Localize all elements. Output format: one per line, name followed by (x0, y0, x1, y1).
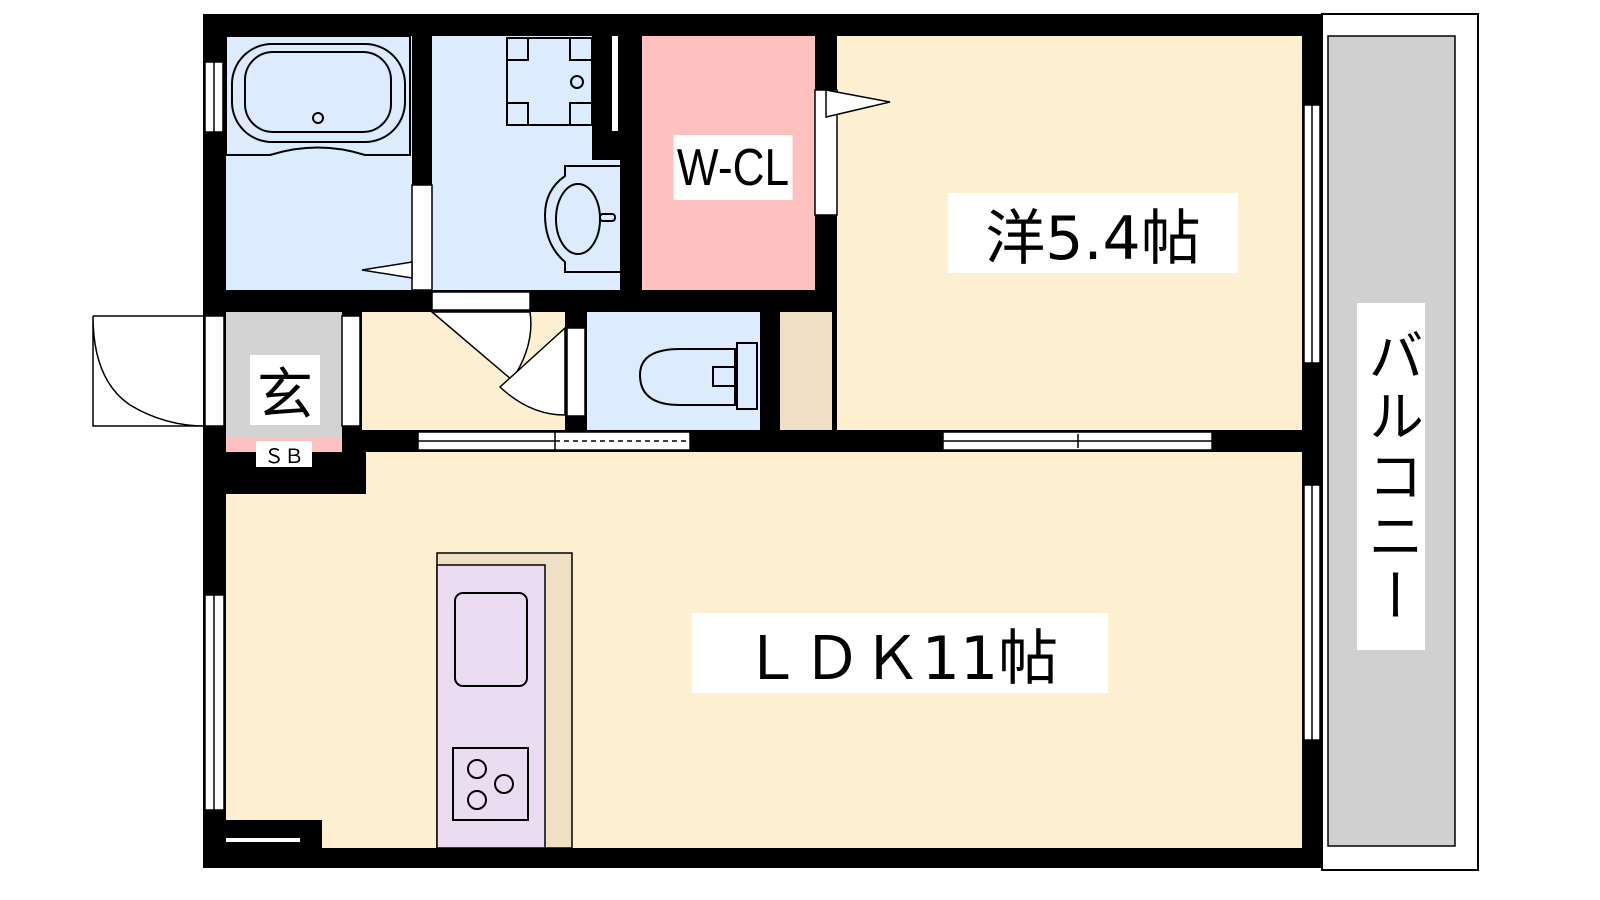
toilet-room (587, 312, 760, 430)
ldk-label: ＬＤＫ11帖 (692, 613, 1108, 694)
shoebox-label: ＳＢ (256, 441, 312, 468)
toilet-icon (638, 342, 758, 410)
door-openings (92, 36, 1213, 451)
washroom (432, 36, 592, 290)
balcony-label: バルコニー (1357, 303, 1425, 650)
western-room-label: 洋5.4帖 (948, 193, 1238, 274)
wash-basin-icon (543, 165, 620, 273)
bathtub-icon (225, 35, 411, 156)
windows (204, 61, 1321, 811)
storage (780, 312, 832, 430)
stove-icon (452, 747, 529, 821)
wall-block (226, 820, 322, 848)
washroom-extension (592, 160, 620, 290)
washing-machine-icon (506, 37, 593, 126)
wall-line (226, 838, 300, 842)
walk-in-closet-label: W-CL (673, 135, 793, 200)
entrance-label: 玄 (250, 355, 320, 428)
sink-icon (454, 592, 528, 687)
